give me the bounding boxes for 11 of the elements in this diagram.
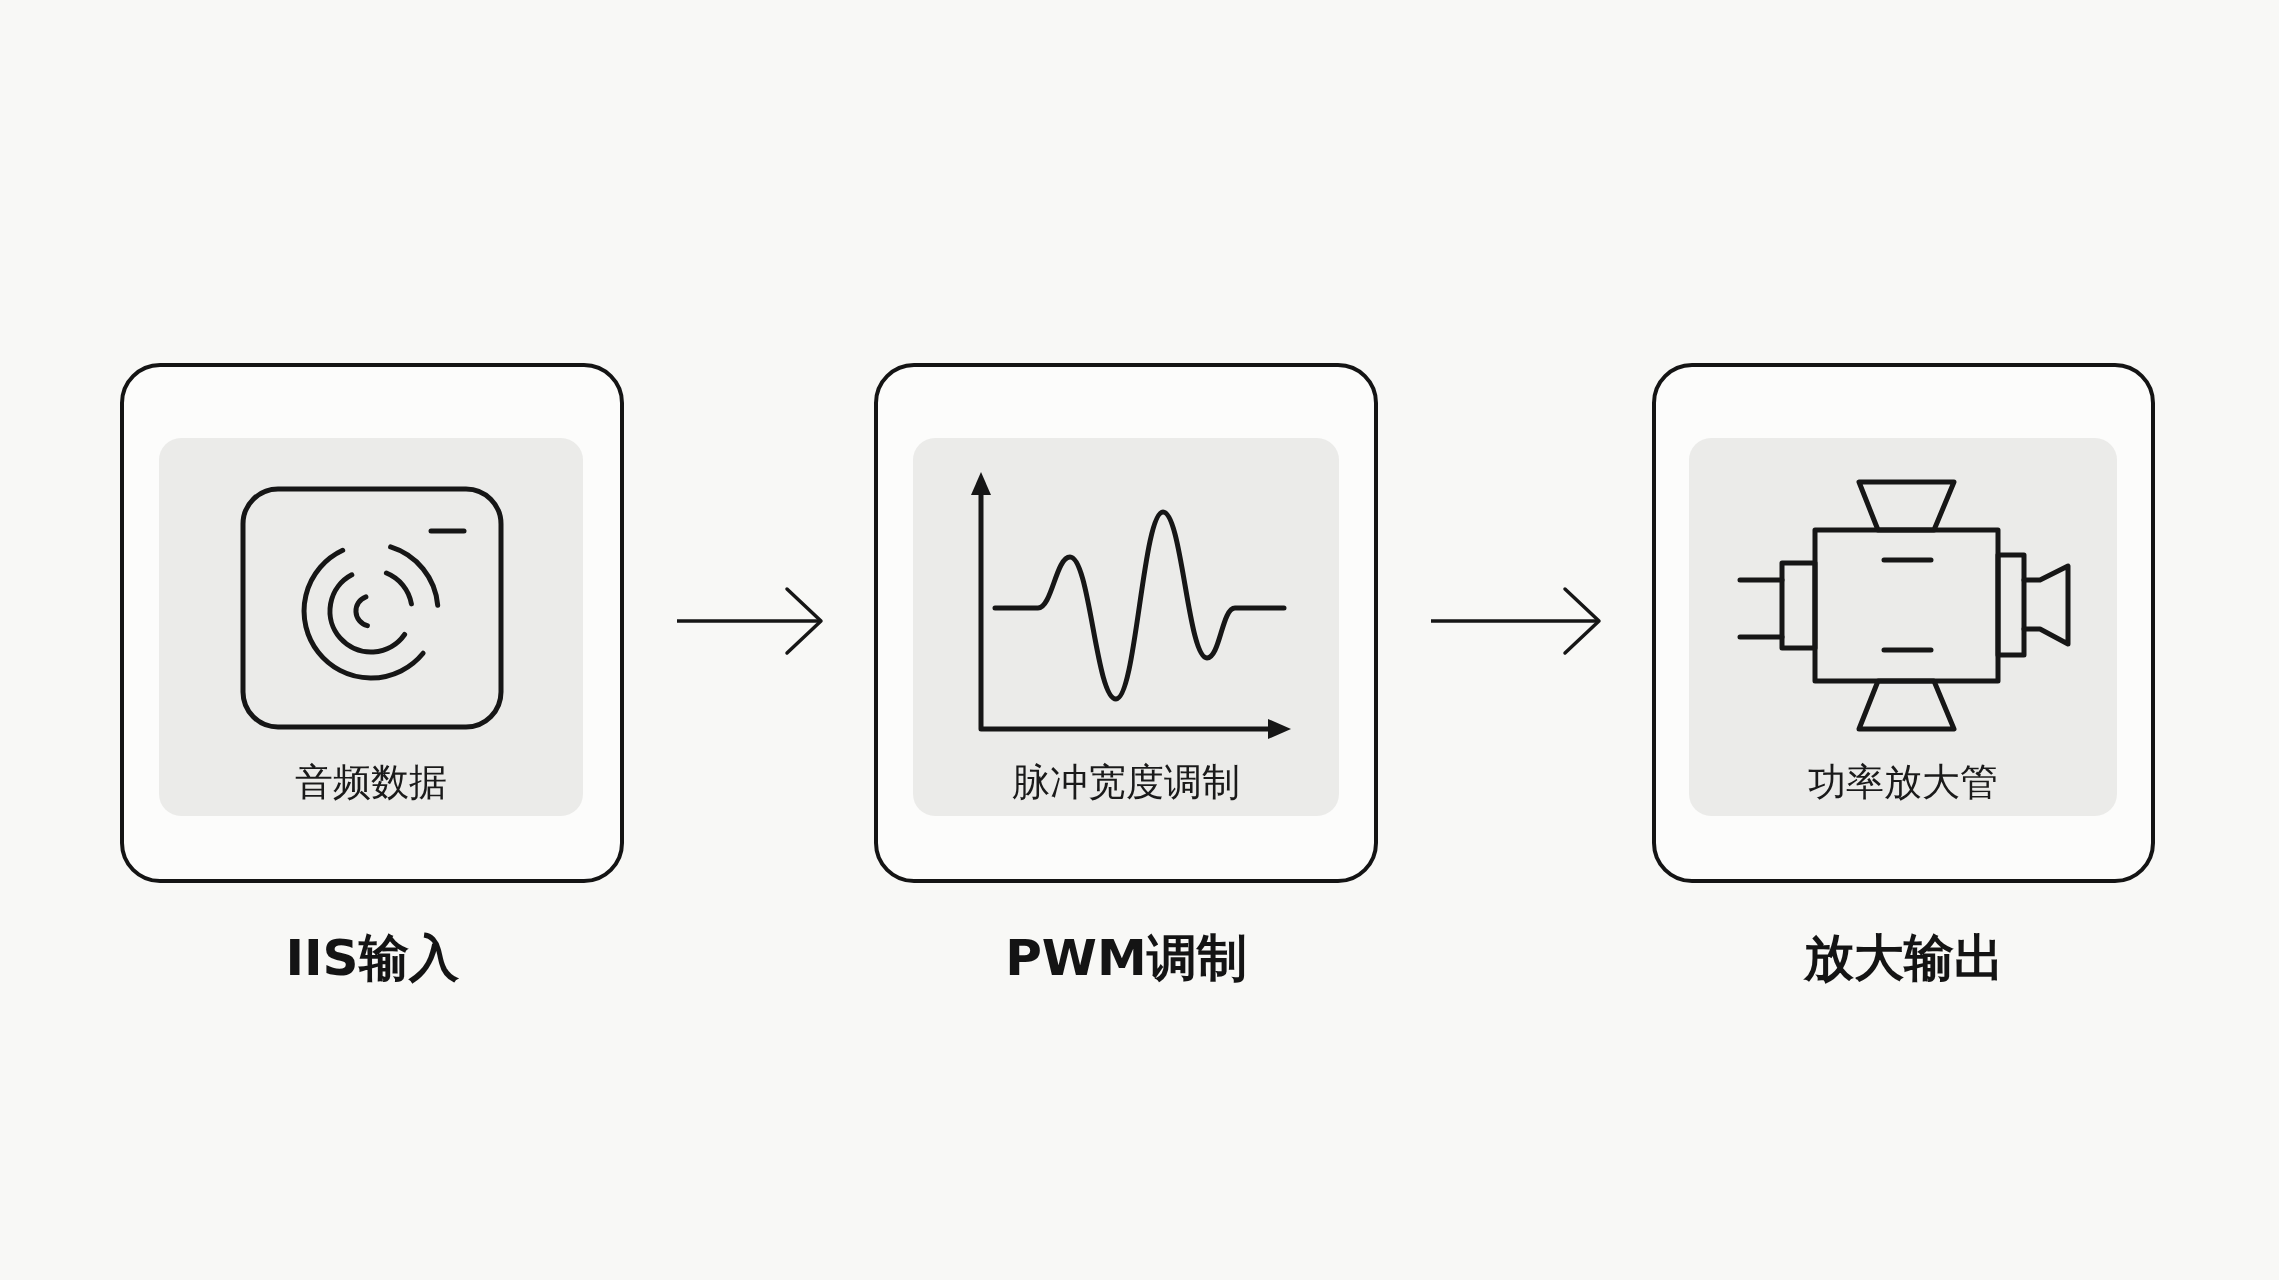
icon-panel <box>913 438 1339 816</box>
panel-caption: 功率放大管 <box>1808 759 1998 805</box>
arrow <box>1431 587 1601 655</box>
icon-panel <box>1689 438 2117 816</box>
step-heading: IIS输入 <box>285 928 459 988</box>
panel-caption: 音频数据 <box>295 759 447 805</box>
step-heading: PWM调制 <box>1005 928 1247 988</box>
panel-caption: 脉冲宽度调制 <box>1012 759 1240 805</box>
icon-panel <box>159 438 583 816</box>
step-heading: 放大输出 <box>1803 928 2004 988</box>
arrow <box>677 587 823 655</box>
